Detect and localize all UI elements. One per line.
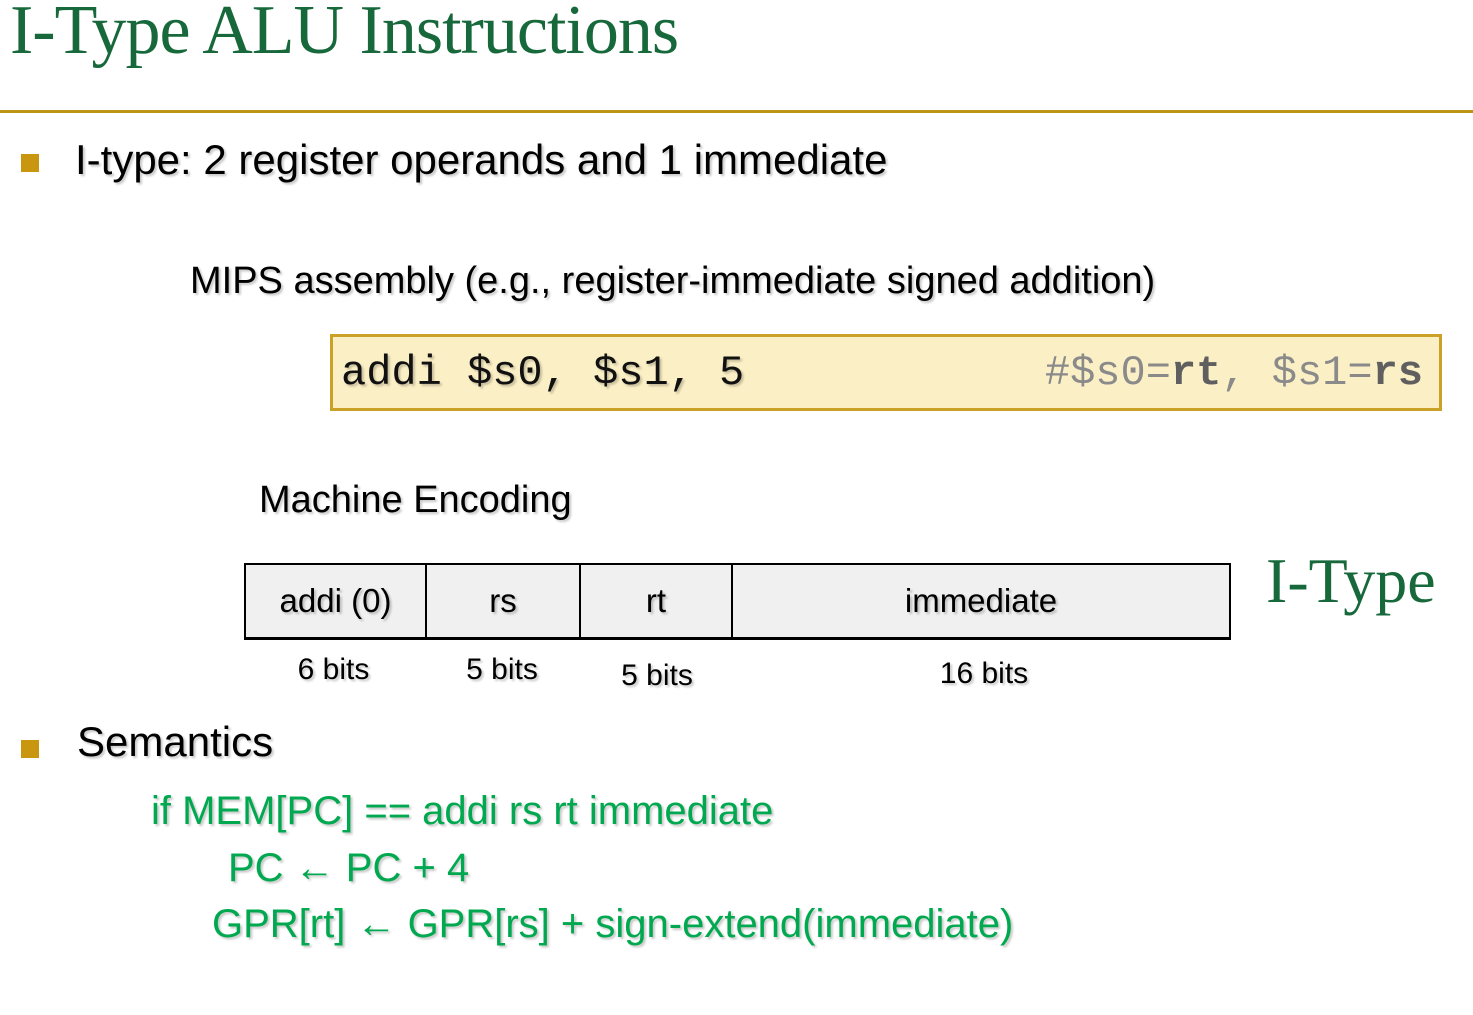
- encoding-caption: Machine Encoding: [259, 479, 572, 521]
- bits-label-immediate: 16 bits: [939, 657, 1029, 690]
- comment-rs: rs: [1372, 348, 1423, 397]
- field-cell-immediate: immediate: [731, 565, 1229, 637]
- title-underline: [0, 110, 1473, 113]
- field-cell-rs: rs: [425, 565, 579, 637]
- semantics-line-2: PC ← PC + 4: [228, 846, 470, 890]
- semantics-line-1: if MEM[PC] == addi rs rt immediate: [151, 789, 774, 833]
- bits-label-rt: 5 bits: [621, 659, 693, 692]
- bullet-square-icon: [21, 740, 39, 758]
- bits-label-opcode: 6 bits: [297, 653, 370, 686]
- comment-seg: #$s0=: [1044, 348, 1171, 397]
- comment-rt: rt: [1170, 348, 1222, 397]
- code-box: addi $s0, $s1, 5 #$s0=rt, $s1=rs: [330, 334, 1442, 411]
- comment-seg: ,: [1221, 348, 1272, 397]
- semantics-line-3: GPR[rt] ← GPR[rs] + sign-extend(immediat…: [212, 902, 1014, 946]
- bullet-square-icon: [21, 154, 39, 172]
- field-cell-rt: rt: [579, 565, 731, 637]
- itype-format-label: I-Type: [1266, 545, 1436, 616]
- assembly-comment: #$s0=rt, $s1=rs: [1045, 349, 1423, 397]
- bullet-item-itype: I-type: 2 register operands and 1 immedi…: [75, 136, 888, 183]
- assembly-code: addi $s0, $s1, 5: [341, 348, 745, 397]
- encoding-table: addi (0) rs rt immediate: [244, 563, 1231, 640]
- assembly-caption: MIPS assembly (e.g., register-immediate …: [190, 260, 1156, 302]
- field-cell-opcode: addi (0): [246, 565, 425, 637]
- page-title: I-Type ALU Instructions: [10, 0, 679, 69]
- bits-label-rs: 5 bits: [466, 653, 538, 686]
- comment-seg: $s1=: [1271, 348, 1373, 397]
- bullet-item-semantics: Semantics: [77, 718, 274, 765]
